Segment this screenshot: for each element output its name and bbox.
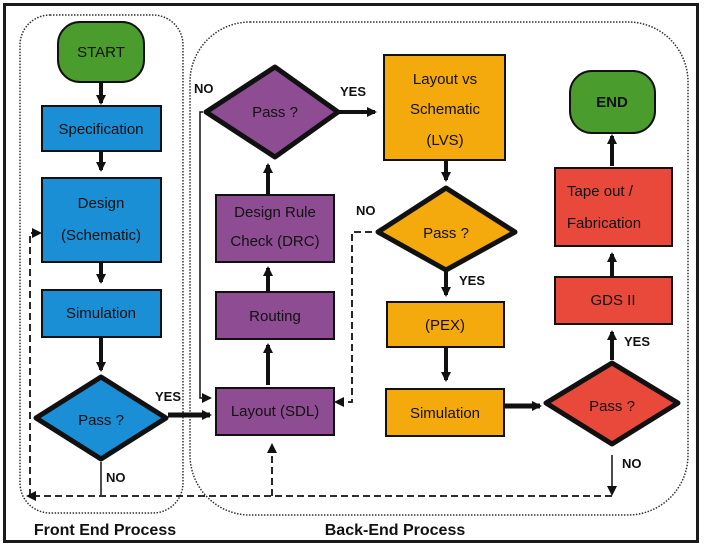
svg-text:Layout (SDL): Layout (SDL) (231, 403, 319, 420)
pass-lvs-decision: Pass ? (375, 185, 518, 273)
label-lvs-no: NO (356, 203, 376, 218)
end-node: END (569, 70, 656, 134)
label-drc-yes: YES (340, 84, 366, 99)
simulation-fe-node: Simulation (41, 289, 162, 338)
back-end-group-outline (189, 21, 689, 516)
dashed-lvs-no-to-layout (334, 231, 372, 407)
design-schematic-node: Design (Schematic) (41, 177, 162, 263)
svg-text:(PEX): (PEX) (425, 317, 465, 334)
svg-text:Specification: Specification (58, 121, 143, 138)
svg-text:Pass ?: Pass ? (252, 104, 298, 121)
front-end-label: Front End Process (34, 522, 176, 539)
pex-node: (PEX) (386, 301, 505, 348)
label-be-yes: YES (624, 334, 650, 349)
svg-text:Routing: Routing (249, 308, 301, 325)
label-drc-no: NO (194, 81, 214, 96)
dashed-feedback-design (29, 228, 42, 496)
simulation-be-node: Simulation (385, 388, 505, 437)
arrow-drc-pass-no (199, 111, 212, 403)
svg-text:Pass ?: Pass ? (423, 225, 469, 242)
svg-text:GDS II: GDS II (590, 292, 635, 309)
svg-text:Pass ?: Pass ? (589, 398, 635, 415)
front-end-group-outline (19, 14, 184, 514)
svg-text:(Schematic): (Schematic) (61, 227, 141, 244)
label-be-no: NO (622, 456, 642, 471)
pass-be-decision: Pass ? (543, 360, 681, 447)
label-lvs-yes: YES (459, 273, 485, 288)
svg-text:Pass ?: Pass ? (78, 412, 124, 429)
svg-text:Design: Design (78, 195, 125, 212)
tapeout-node: Tape out / Fabrication (554, 167, 673, 247)
gds-node: GDS II (554, 276, 673, 325)
svg-text:Schematic: Schematic (410, 101, 481, 118)
back-end-label: Back-End Process (325, 522, 466, 539)
svg-text:Fabrication: Fabrication (567, 215, 641, 232)
svg-text:Simulation: Simulation (66, 305, 136, 322)
routing-node: Routing (215, 291, 335, 340)
label-fe-yes: YES (155, 389, 181, 404)
layout-sdl-node: Layout (SDL) (215, 387, 335, 436)
specification-node: Specification (41, 105, 162, 152)
drc-node: Design Rule Check (DRC) (215, 194, 335, 263)
label-fe-no: NO (106, 470, 126, 485)
svg-text:END: END (596, 94, 628, 111)
svg-text:Tape out /: Tape out / (567, 183, 634, 200)
start-node: START (57, 21, 145, 83)
svg-text:START: START (77, 44, 125, 61)
pass-drc-decision: Pass ? (203, 64, 341, 160)
svg-text:Check (DRC): Check (DRC) (230, 233, 319, 250)
svg-text:Simulation: Simulation (410, 405, 480, 422)
svg-text:(LVS): (LVS) (426, 132, 463, 149)
svg-text:Design Rule: Design Rule (234, 204, 316, 221)
pass-fe-decision: Pass ? (33, 374, 169, 462)
lvs-node: Layout vs Schematic (LVS) (383, 54, 506, 161)
svg-text:Layout vs: Layout vs (413, 71, 477, 88)
